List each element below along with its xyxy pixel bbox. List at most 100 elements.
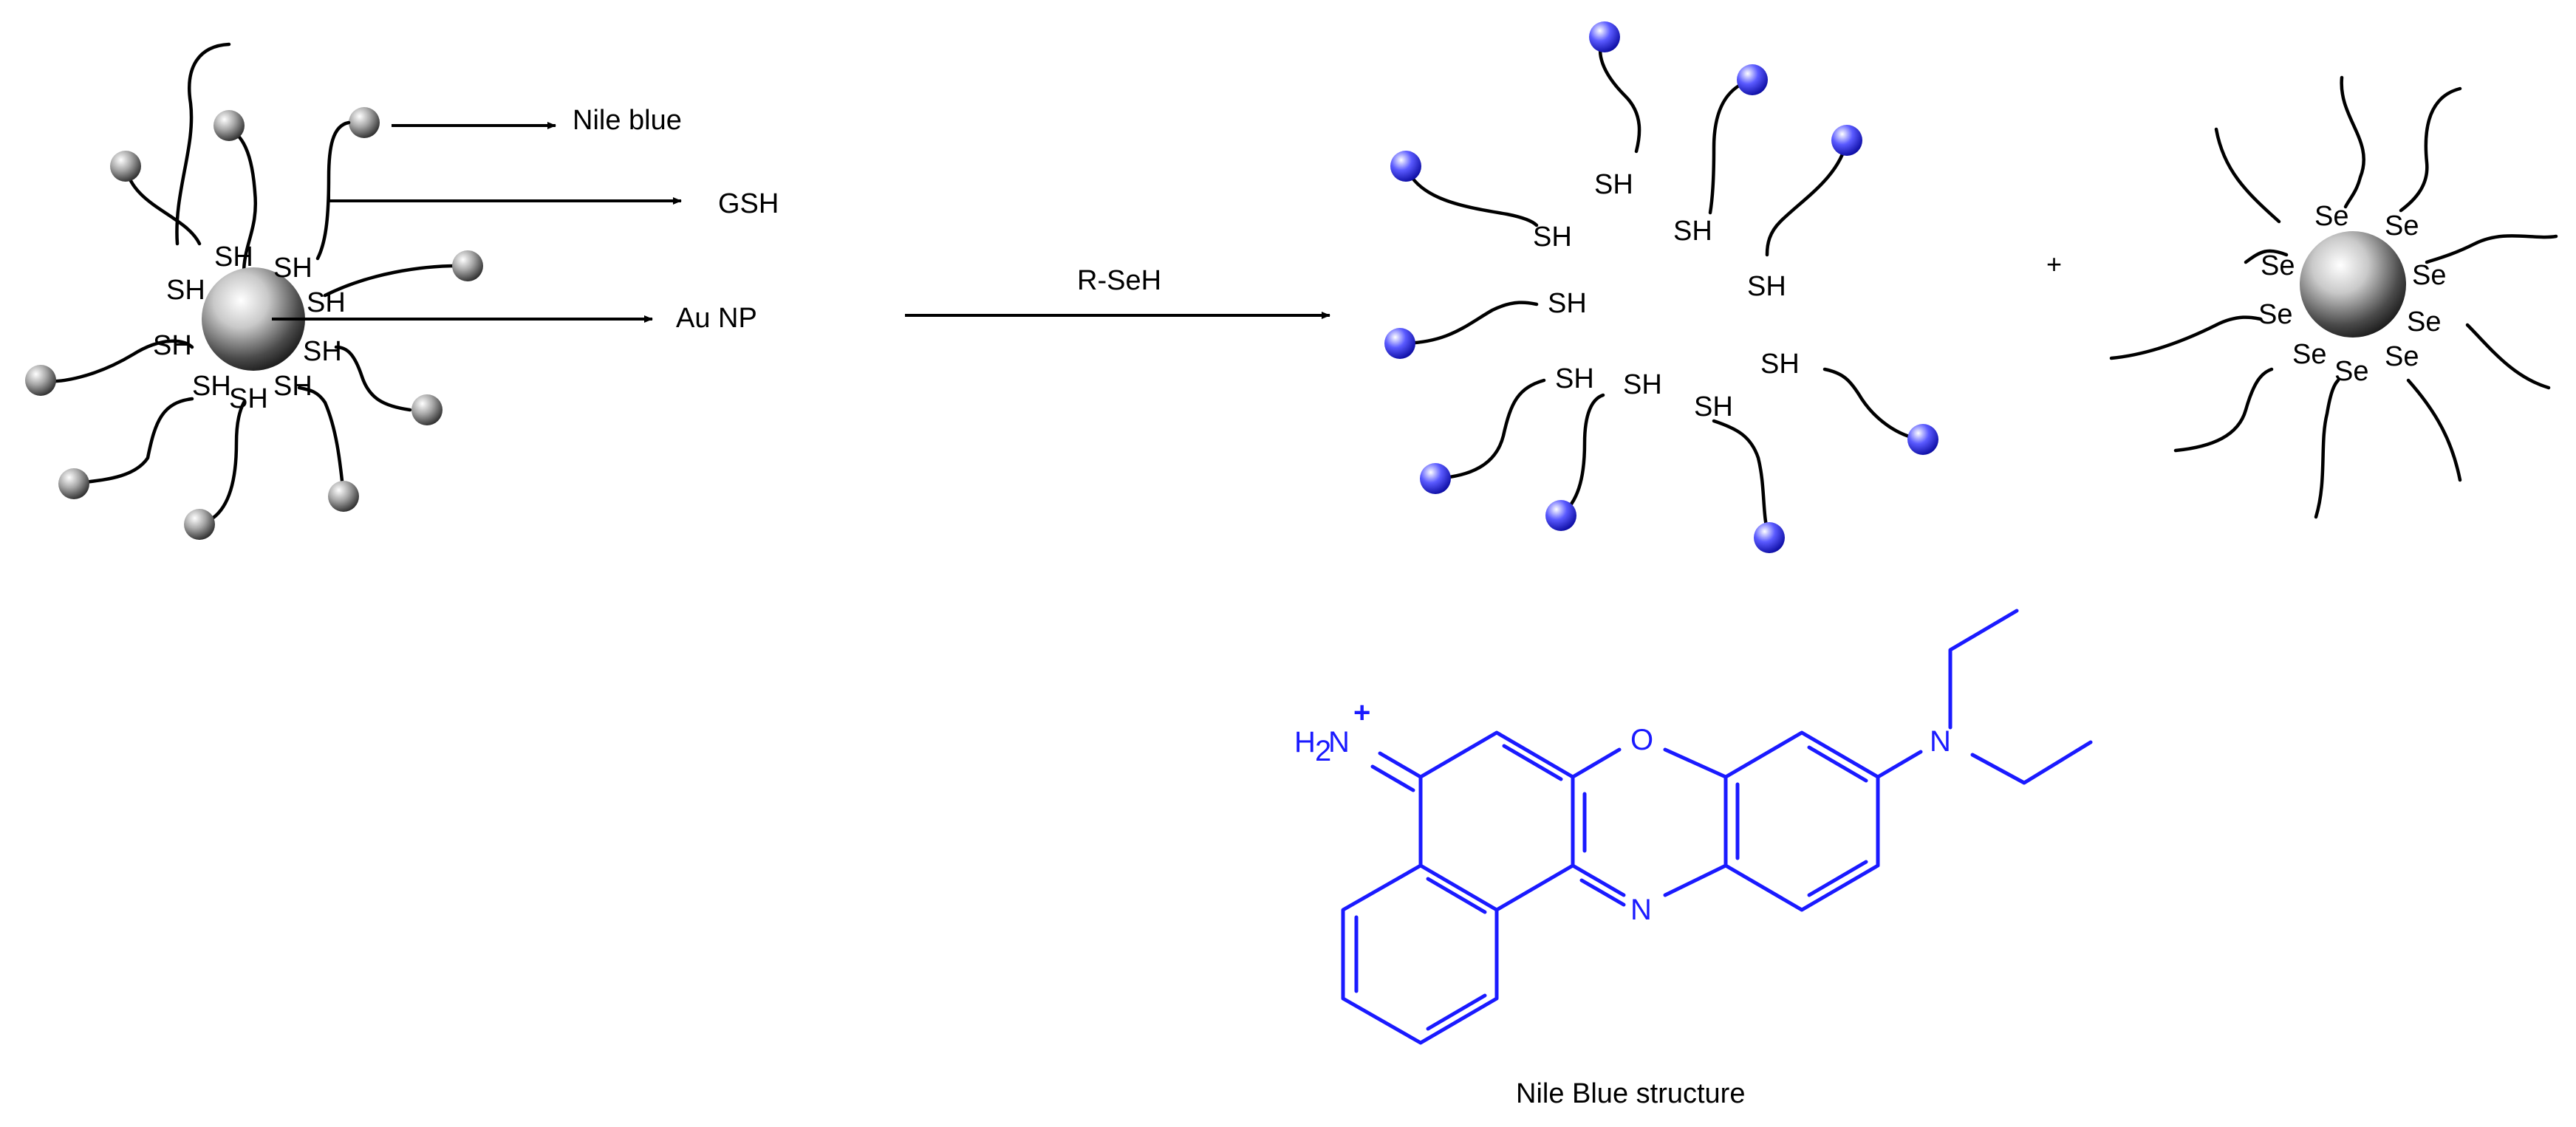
grey-bead bbox=[58, 468, 89, 499]
se-nanoparticle-group: Se Se Se Se Se Se Se Se Se bbox=[2109, 75, 2558, 519]
selenol-label: Se bbox=[2412, 260, 2446, 291]
bond bbox=[1378, 751, 1423, 779]
thiol-label: SH bbox=[273, 253, 312, 284]
double-bond bbox=[1807, 860, 1868, 897]
se-ligand-chain bbox=[2399, 86, 2462, 213]
thiol-label: SH bbox=[166, 275, 205, 306]
blue-dye-bead bbox=[1589, 21, 1620, 52]
thiol-label: SH bbox=[1555, 363, 1594, 394]
se-ligand-chain bbox=[2425, 234, 2558, 264]
selenol-label: Se bbox=[2261, 250, 2295, 281]
blue-dye-bead bbox=[1420, 463, 1451, 494]
released-chain bbox=[1433, 378, 1546, 481]
blue-dye-bead bbox=[1390, 151, 1421, 182]
se-ligand-chain bbox=[2244, 249, 2289, 264]
selenol-label: Se bbox=[2407, 306, 2441, 338]
thiol-label: SH bbox=[1694, 391, 1733, 422]
thiol-label: SH bbox=[1673, 216, 1712, 247]
amine-nitrogen: N bbox=[1930, 725, 1951, 758]
selenol-label: Se bbox=[2258, 299, 2292, 330]
iminium-h: H bbox=[1294, 726, 1316, 758]
se-ligand-chain bbox=[2406, 378, 2462, 482]
thiol-label: SH bbox=[229, 383, 268, 414]
selenol-label: Se bbox=[2314, 201, 2348, 232]
thiol-label: SH bbox=[1533, 222, 1572, 253]
released-chain bbox=[1404, 164, 1539, 227]
bond bbox=[1418, 730, 1575, 912]
ring-oxygen: O bbox=[1630, 724, 1653, 756]
se-ligand-chain bbox=[2314, 378, 2340, 519]
ring-nitrogen: N bbox=[1630, 894, 1652, 926]
au-np-label: Au NP bbox=[676, 303, 757, 334]
blue-dye-bead bbox=[1754, 522, 1785, 553]
ligand-chain bbox=[334, 345, 412, 412]
thiol-label: SH bbox=[1623, 369, 1662, 400]
thiol-label: SH bbox=[153, 330, 192, 361]
bond bbox=[1970, 740, 2093, 785]
grey-bead bbox=[25, 365, 56, 396]
bond bbox=[1663, 863, 1728, 897]
bond bbox=[1341, 863, 1499, 1045]
thiol-label: SH bbox=[1548, 288, 1587, 319]
positive-charge: + bbox=[1353, 696, 1370, 729]
ligand-chain bbox=[175, 42, 231, 246]
reaction-arrow-group: R-SeH bbox=[905, 265, 1330, 319]
selenol-label: Se bbox=[2334, 356, 2368, 387]
double-bond bbox=[1370, 764, 1415, 792]
plus-sign: + bbox=[2046, 249, 2062, 279]
bond bbox=[1663, 747, 1728, 779]
released-chain bbox=[1712, 419, 1772, 540]
double-bond bbox=[1426, 993, 1487, 1031]
ligand-chain bbox=[323, 264, 460, 298]
se-ligand-chain bbox=[2465, 323, 2551, 390]
structure-caption: Nile Blue structure bbox=[1516, 1078, 1745, 1109]
thiol-label: SH bbox=[214, 242, 253, 273]
grey-bead bbox=[184, 509, 215, 540]
double-bond bbox=[1579, 878, 1626, 907]
gold-nanoparticle bbox=[202, 267, 305, 371]
se-ligand-chain bbox=[2340, 75, 2365, 209]
double-bond bbox=[1807, 745, 1868, 783]
released-chain bbox=[1598, 35, 1641, 154]
blue-dye-bead bbox=[1545, 500, 1576, 531]
thiol-label: SH bbox=[1594, 169, 1633, 200]
bond bbox=[1571, 747, 1622, 779]
released-chain bbox=[1559, 393, 1605, 518]
bond bbox=[1948, 609, 2019, 730]
grey-bead bbox=[328, 481, 359, 512]
selenol-label: Se bbox=[2385, 341, 2419, 372]
thiol-label: SH bbox=[192, 371, 231, 402]
thiol-label: SH bbox=[1760, 349, 1800, 380]
nile-blue-structure: O N N H 2 N + Nile Blue structure bbox=[1294, 609, 2093, 1109]
grey-bead bbox=[411, 394, 443, 425]
bond bbox=[1876, 750, 1923, 779]
released-dyes-group: SH SH SH SH SH SH SH SH SH bbox=[1384, 21, 1938, 553]
left-nanoparticle-group: SH SH SH SH SH SH SH SH SH Nile blue GSH… bbox=[25, 42, 779, 540]
thiol-label: SH bbox=[1747, 271, 1786, 302]
released-chain bbox=[1765, 138, 1849, 257]
se-ligand-chain bbox=[2109, 315, 2263, 360]
gsh-label: GSH bbox=[718, 188, 779, 219]
released-chain bbox=[1822, 367, 1923, 442]
grey-bead bbox=[349, 107, 380, 138]
ligand-chain bbox=[123, 164, 202, 246]
blue-dye-bead bbox=[1831, 125, 1862, 156]
ligand-chain bbox=[72, 397, 194, 486]
nile-blue-label: Nile blue bbox=[573, 105, 682, 136]
grey-bead bbox=[213, 110, 245, 141]
iminium-n: N bbox=[1328, 726, 1350, 758]
double-bond bbox=[1502, 744, 1563, 781]
ligand-chain bbox=[197, 400, 246, 527]
se-ligand-chain bbox=[2214, 127, 2281, 224]
released-chain bbox=[1398, 301, 1539, 346]
released-chain bbox=[1708, 78, 1755, 215]
ligand-chain bbox=[297, 386, 346, 497]
double-bond bbox=[1426, 877, 1487, 914]
selenol-label: Se bbox=[2385, 210, 2419, 242]
iminium-subscript: 2 bbox=[1315, 735, 1331, 767]
ligand-chain bbox=[315, 120, 351, 261]
thiol-label: SH bbox=[307, 287, 346, 318]
se-ligand-chain bbox=[2173, 367, 2274, 453]
